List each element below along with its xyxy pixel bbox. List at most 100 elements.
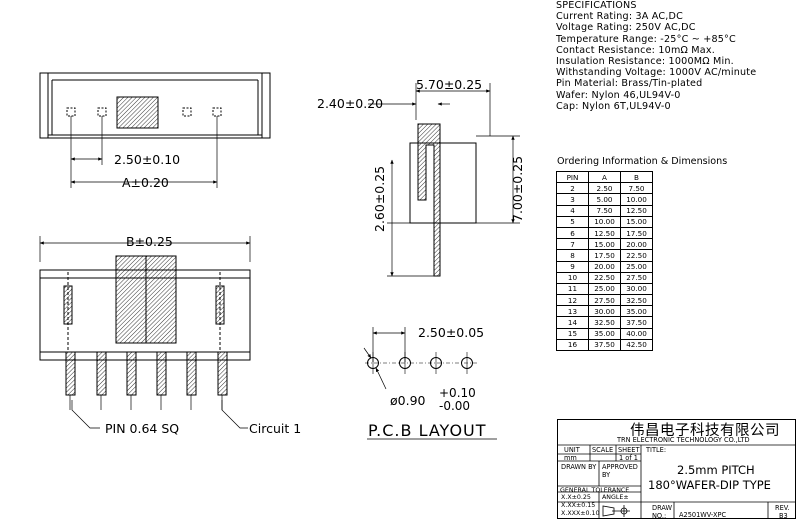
cell-b: 42.50	[620, 338, 653, 352]
tolerance-3: X.XXX±0.10	[561, 510, 600, 517]
specifications: SPECIFICATIONS Current Rating: 3A AC,DC …	[556, 0, 756, 112]
cell-pin: 14	[556, 316, 589, 329]
cell-a: 7.50	[588, 204, 621, 217]
hole-tol-minus: -0.00	[439, 399, 470, 413]
cell-pin: 3	[556, 193, 589, 206]
cell-b: 22.50	[620, 249, 653, 262]
title-line-1: 2.5mm PITCH	[677, 463, 755, 477]
title-block-grid	[557, 444, 796, 519]
pitch-dim: 2.50±0.10	[114, 152, 180, 167]
cell-a: 30.00	[588, 305, 621, 318]
cell-pin: 10	[556, 271, 589, 284]
cell-b: 12.50	[620, 204, 653, 217]
tolerance-1: X.X±0.25	[561, 494, 591, 501]
side-offset-dim: 2.40±0.20	[317, 96, 383, 111]
spec-line: Insulation Resistance: 1000MΩ Min.	[556, 56, 734, 68]
tolerance-2: X.XX±0.15	[561, 502, 596, 509]
pcb-layout	[363, 327, 497, 440]
spec-line: Wafer: Nylon 46,UL94V-0	[556, 89, 681, 101]
cell-b: 27.50	[620, 271, 653, 284]
cell-a: 2.50	[588, 182, 621, 195]
front-view	[39, 236, 251, 429]
hole-tol-plus: +0.10	[439, 386, 476, 400]
drawn-by-label: DRAWN BY	[561, 463, 597, 471]
title-block: 伟昌电子科技有限公司 TRN ELECTRONIC TECHNOLOGY CO.…	[557, 419, 796, 520]
no-label: NO.:	[652, 512, 667, 520]
cell-a: 5.00	[588, 193, 621, 206]
top-view	[39, 72, 271, 188]
dim-b: B±0.25	[126, 234, 173, 249]
pcb-layout-label: P.C.B LAYOUT	[368, 421, 487, 440]
cell-pin: 2	[556, 182, 589, 195]
spec-heading: SPECIFICATIONS	[556, 0, 637, 11]
cell-b: 32.50	[620, 294, 653, 307]
draw-label: DRAW	[652, 504, 673, 512]
spec-line: Cap: Nylon 6T,UL94V-0	[556, 100, 671, 112]
column-header-pin: PIN	[556, 170, 589, 184]
side-view	[368, 83, 520, 277]
company-name-en: TRN ELECTRONIC TECHNOLOGY CO.,LTD	[617, 436, 750, 444]
cell-b: 37.50	[620, 316, 653, 329]
top-width-dim: 5.70±0.25	[416, 77, 482, 92]
cell-pin: 8	[556, 249, 589, 262]
cell-pin: 15	[556, 327, 589, 340]
unit-value: mm	[564, 454, 577, 462]
cell-pin: 12	[556, 294, 589, 307]
general-tolerance-label: GENERAL TOLERANCE	[560, 487, 630, 494]
dim-a: A±0.20	[122, 175, 169, 190]
rev-label: REV.	[775, 504, 790, 512]
cell-a: 32.50	[588, 316, 621, 329]
hole-dia-dim: ø0.90	[390, 393, 426, 408]
spec-line: Voltage Rating: 250V AC,DC	[556, 22, 696, 34]
cell-b: 20.00	[620, 238, 653, 251]
rev-value: B3	[779, 512, 788, 520]
pin-length-dim: 2.60±0.25	[372, 166, 387, 232]
table-header-row: PIN A B	[556, 170, 653, 184]
cell-a: 22.50	[588, 271, 621, 284]
cell-pin: 16	[556, 338, 589, 352]
spec-line: Temperature Range: -25°C ~ +85°C	[556, 33, 736, 45]
pin-size-label: PIN 0.64 SQ	[105, 421, 179, 436]
angle-label: ANGLE±	[602, 494, 629, 501]
cell-pin: 7	[556, 238, 589, 251]
cell-a: 12.50	[588, 226, 621, 240]
height-dim: 7.00±0.25	[510, 156, 525, 222]
spec-line: Withstanding Voltage: 1000V AC/minute	[556, 67, 757, 79]
cell-b: 7.50	[620, 182, 653, 195]
cell-pin: 9	[556, 260, 589, 273]
unit-label: UNIT	[564, 446, 580, 454]
cell-b: 10.00	[620, 193, 653, 206]
scale-label: SCALE	[592, 446, 614, 454]
ordering-title: Ordering Information & Dimensions	[557, 156, 728, 167]
cell-b: 40.00	[620, 327, 653, 340]
cell-a: 35.00	[588, 327, 621, 340]
sheet-label: SHEET	[618, 446, 640, 454]
cell-pin: 11	[556, 282, 589, 296]
cell-a: 25.00	[588, 282, 621, 296]
spec-line: Pin Material: Brass/Tin-plated	[556, 78, 703, 90]
cell-b: 30.00	[620, 282, 653, 296]
circuit-label: Circuit 1	[249, 421, 301, 436]
company-name-cn: 伟昌电子科技有限公司	[630, 423, 780, 439]
cell-b: 35.00	[620, 305, 653, 318]
spec-line: Current Rating: 3A AC,DC	[556, 11, 684, 23]
cell-a: 10.00	[588, 215, 621, 228]
cell-a: 15.00	[588, 238, 621, 251]
cell-a: 37.50	[588, 338, 621, 352]
approved-by-label: APPROVED BY	[602, 463, 638, 479]
